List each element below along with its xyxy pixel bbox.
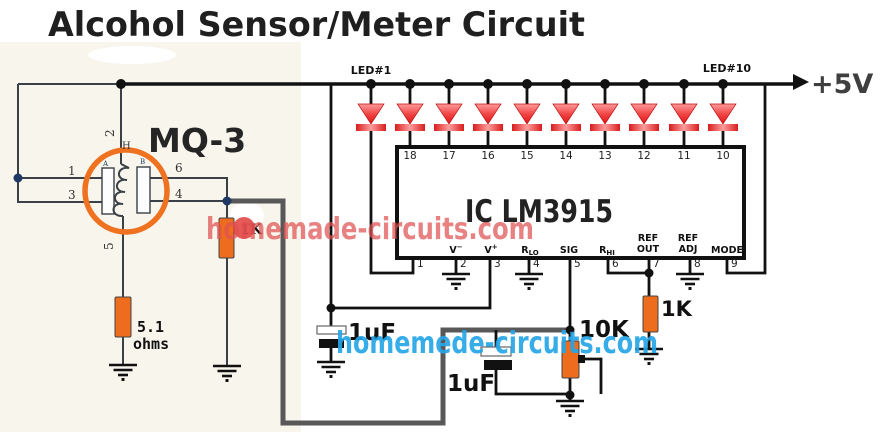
pin-16: 16 [481, 150, 495, 162]
preset-label: 10K [579, 317, 630, 343]
heater-resistor-unit: ohms [133, 335, 169, 353]
heater-resistor-body [114, 296, 132, 338]
erased-blob [88, 46, 176, 64]
pin-8: 8 [694, 258, 701, 270]
resistors: 1K 5.1 ohms 10K 1K [114, 217, 693, 379]
ref-resistor-body [642, 295, 659, 333]
sensor-pin-numbers: 1 3 2 H 6 4 5 A B [68, 129, 183, 250]
junction-dots [13, 79, 728, 400]
cap2-plus-plate [480, 346, 512, 357]
sensor-pin-1: 1 [68, 164, 76, 178]
cap2-minus-plate [484, 360, 512, 370]
sensor-pin-6: 6 [175, 161, 183, 175]
schematic-paper-region [0, 42, 301, 432]
pin-3: 3 [494, 258, 501, 270]
pin-2: 2 [460, 258, 467, 270]
sensor-wiring [17, 83, 228, 365]
cap1-plus-plate [316, 325, 347, 335]
ic-lm3915: IC LM3915 18 17 16 15 14 13 12 11 10 1 2… [395, 145, 746, 270]
sensor-electrode-a [101, 167, 115, 215]
pin-17: 17 [442, 150, 455, 162]
pin-label-refadj-2: ADJ [679, 244, 698, 255]
heater-resistor-value: 5.1 [137, 318, 164, 336]
sensor-signal-wire [227, 198, 568, 426]
sensor-name: MQ-3 [148, 121, 246, 160]
led10-label: LED#10 [703, 62, 752, 75]
watermark-blue: homemede-circuits.com [336, 326, 658, 361]
pin-label-mode: MODE [711, 245, 743, 256]
pin-label-refout-1: REF [638, 233, 658, 244]
ref-resistor-label: 1K [661, 297, 693, 321]
sensor-electrode-b [136, 166, 151, 214]
sensor-pin-5: 5 [102, 242, 116, 250]
pin-label-refout-2: OUT [637, 244, 660, 255]
sensor-heater-label: H [122, 141, 131, 152]
cap1-minus-plate [319, 339, 344, 348]
supply-arrow-icon [793, 74, 809, 90]
pin-label-rhi: RHI [599, 245, 615, 257]
sensor-electrode-b-label: B [140, 158, 145, 166]
ic-top-pin-numbers: 18 17 16 15 14 13 12 11 10 [403, 150, 729, 162]
pin-label-vminus: V− [449, 243, 462, 256]
pin-6: 6 [612, 258, 619, 270]
sensor-pin-2: 2 [103, 129, 117, 137]
pin-label-refadj-1: REF [678, 233, 698, 244]
ic-name: IC LM3915 [465, 194, 613, 230]
sensor-ring [82, 147, 170, 235]
ic-pin-function-labels: V− V+ RLO SIG RHI REF OUT REF ADJ MODE [449, 233, 743, 257]
load-resistor-body [218, 217, 235, 259]
pin-18: 18 [403, 150, 416, 162]
watermark-red-blob [233, 217, 255, 239]
sensor-pin-3: 3 [68, 188, 76, 202]
pin-13: 13 [598, 150, 611, 162]
preset-wiper [578, 355, 585, 363]
pin-10: 10 [716, 150, 729, 162]
pin-11: 11 [677, 150, 690, 162]
pin-1: 1 [417, 258, 424, 270]
sensor-heater-coil [112, 163, 130, 217]
pin-label-vplus: V+ [484, 243, 497, 256]
ic-body [395, 145, 746, 260]
pin-4: 4 [533, 258, 540, 270]
pin-15: 15 [520, 150, 533, 162]
supply-label: +5V [811, 69, 873, 100]
pin-label-sig: SIG [560, 245, 578, 256]
cap1-label: 1uF [348, 320, 396, 346]
ic-bottom-pin-numbers: 1 2 3 4 5 6 7 8 9 [417, 258, 738, 270]
pin-14: 14 [559, 150, 573, 162]
pin-5: 5 [574, 258, 581, 270]
watermark-red: homemade-circuits.com [206, 212, 534, 247]
sensor-pin-4: 4 [175, 187, 183, 201]
pin-label-rlo: RLO [521, 245, 539, 257]
cap2-label: 1uF [447, 371, 495, 397]
pin-7: 7 [653, 258, 660, 270]
pin-12: 12 [637, 150, 650, 162]
sensor-electrode-a-label: A [102, 160, 109, 168]
capacitors: 1uF 1uF [316, 320, 512, 397]
led1-label: LED#1 [351, 64, 392, 77]
pin-9: 9 [731, 258, 738, 270]
page-title: Alcohol Sensor/Meter Circuit [48, 5, 585, 45]
mq3-sensor: MQ-3 1 3 2 H 6 4 5 A B [68, 121, 246, 250]
